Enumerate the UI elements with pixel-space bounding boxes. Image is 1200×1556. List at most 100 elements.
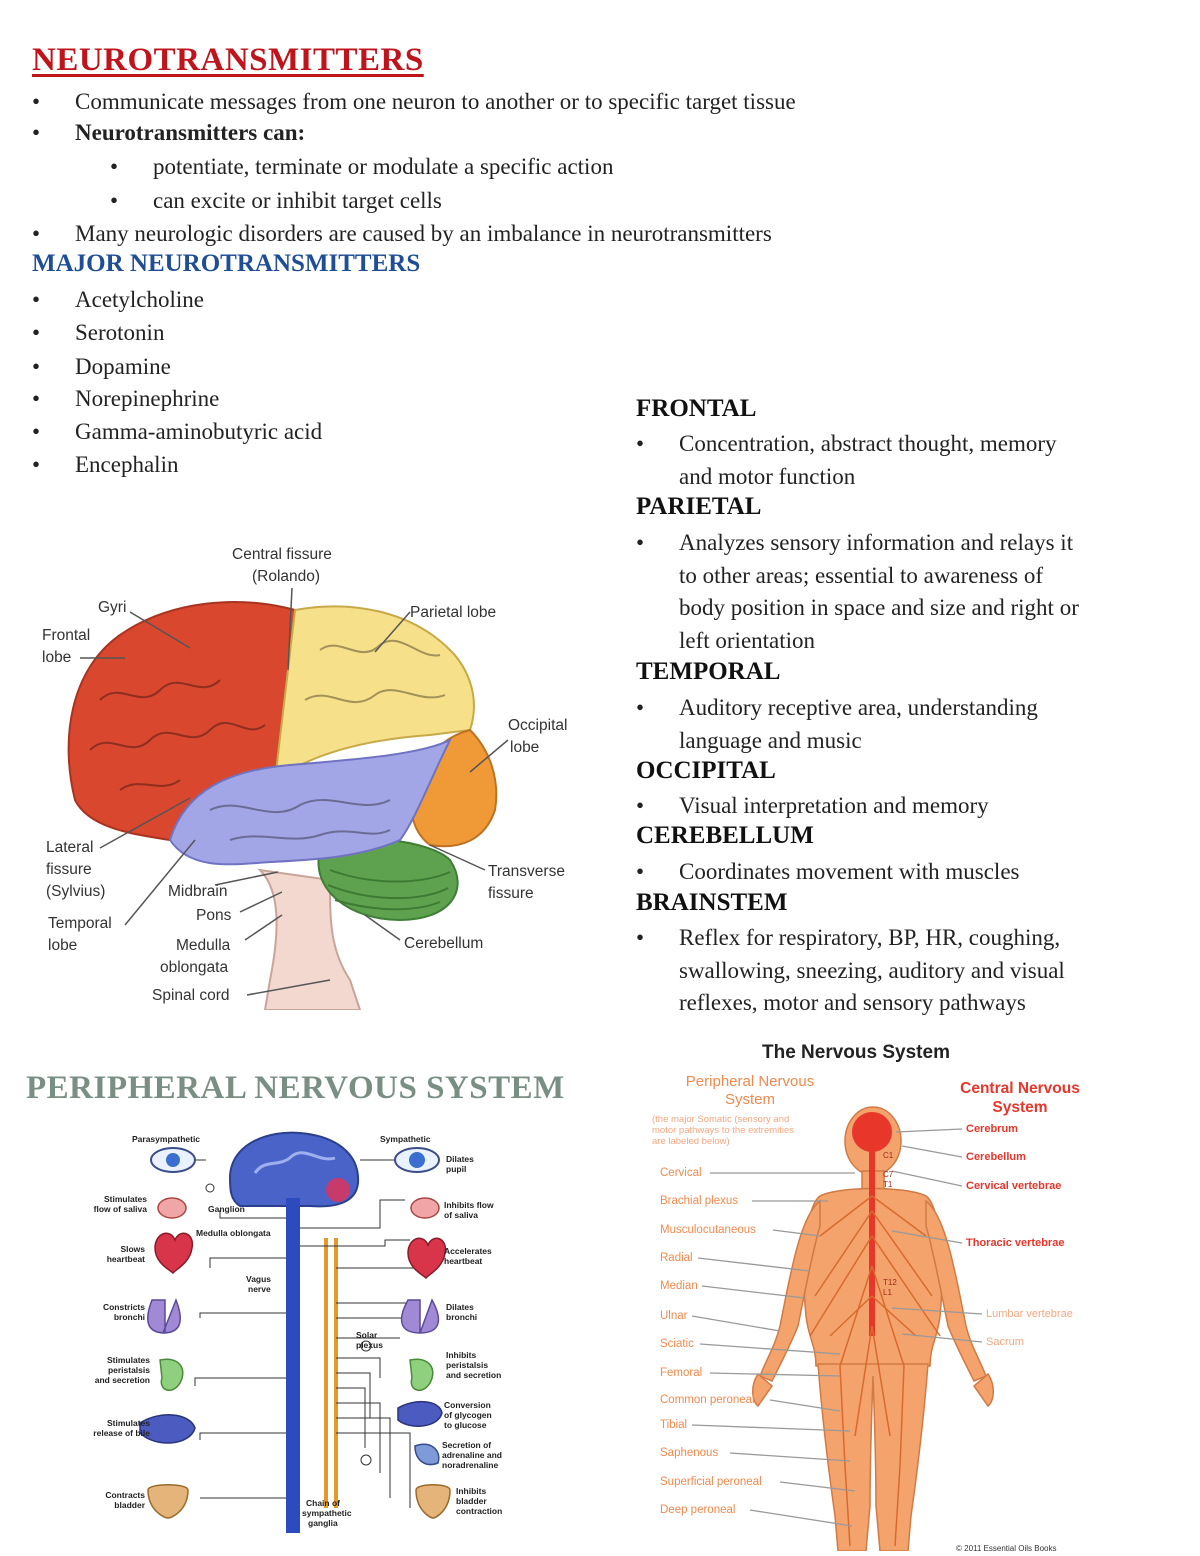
ns-left-label: Saphenous — [660, 1447, 719, 1459]
ns-vert-c7: C7 — [883, 1170, 894, 1179]
ns-left-label: Sciatic — [660, 1338, 694, 1350]
ns-left-label: Cervical — [660, 1167, 702, 1179]
chain-label-1: Chain of — [306, 1498, 340, 1508]
brain-label-gyri: Gyri — [98, 599, 127, 616]
plexus-label: plexus — [356, 1340, 383, 1350]
brain-label-lateral: Lateral — [46, 839, 94, 856]
list-item: •Analyzes sensory information and relays… — [636, 530, 1079, 653]
list-item: •Neurotransmitters can: — [32, 120, 306, 145]
list-item: •Acetylcholine — [32, 287, 205, 312]
ns-right-label: Lumbar vertebrae — [986, 1308, 1073, 1320]
brain-label-midbrain: Midbrain — [168, 883, 228, 900]
list-item: •can excite or inhibit target cells — [110, 188, 442, 213]
autonomic-diagram: Parasympathetic Sympathetic Ganglion Med… — [80, 1128, 520, 1533]
brain-label-parietal: Parietal lobe — [410, 604, 497, 621]
brain-label-rolando: (Rolando) — [252, 568, 321, 585]
ns-right-label: Cerebellum — [966, 1151, 1026, 1163]
list-item: •Gamma-aminobutyric acid — [32, 419, 323, 444]
ns-vert-c1: C1 — [883, 1151, 894, 1160]
section-heading-major: MAJOR NEUROTRANSMITTERS — [32, 250, 421, 277]
pns-title: PERIPHERAL NERVOUS SYSTEM — [26, 1070, 565, 1106]
ns-left-label: Common peroneal — [660, 1394, 755, 1406]
ns-left-label: Deep peroneal — [660, 1504, 736, 1516]
chain-label-3: ganglia — [308, 1518, 338, 1528]
ns-right-label: Cerebrum — [966, 1123, 1018, 1135]
lobe-heading-temporal: TEMPORAL — [636, 658, 781, 685]
ns-left-label: Femoral — [660, 1367, 703, 1379]
ns-left-label: Tibial — [660, 1419, 688, 1431]
brain-label-frontal: Frontal — [42, 627, 91, 644]
ns-left-label: Median — [660, 1280, 698, 1292]
chain-label-2: sympathetic — [302, 1508, 352, 1518]
list-item: •Communicate messages from one neuron to… — [32, 89, 796, 114]
ns-copyright: © 2011 Essential Oils Books — [956, 1544, 1057, 1553]
brain-diagram: Central fissure (Rolando) Gyri Frontal l… — [30, 540, 600, 1011]
lobe-heading-cerebellum: CEREBELLUM — [636, 822, 814, 849]
main-title: NEUROTRANSMITTERS — [32, 42, 424, 78]
list-item: •Dopamine — [32, 354, 171, 379]
brain-label-transverse: Transverse — [488, 863, 565, 880]
ns-vert-t12: T12 — [883, 1278, 897, 1287]
list-item: •Serotonin — [32, 320, 165, 345]
vagus-nerve-label: nerve — [248, 1284, 271, 1294]
brain-label-central: Central fissure — [232, 546, 332, 563]
ganglion-label: Ganglion — [208, 1204, 245, 1214]
ns-title: The Nervous System — [762, 1042, 950, 1063]
autonomic-illustration — [139, 1131, 451, 1533]
ns-left-label: Radial — [660, 1252, 693, 1264]
list-item: •Reflex for respiratory, BP, HR, coughin… — [636, 925, 1065, 1015]
list-item: •potentiate, terminate or modulate a spe… — [110, 154, 614, 179]
lobe-heading-frontal: FRONTAL — [636, 395, 757, 422]
brain-label-oblongata: oblongata — [160, 959, 229, 976]
parasympathetic-label: Parasympathetic — [132, 1134, 201, 1144]
ns-left-label: Musculocutaneous — [660, 1224, 756, 1236]
ns-right-label: Cervical vertebrae — [966, 1180, 1062, 1192]
list-item: •Visual interpretation and memory — [636, 793, 989, 818]
ns-right-label: Thoracic vertebrae — [966, 1237, 1065, 1249]
list-item: •Norepinephrine — [32, 386, 220, 411]
brain-label-temporal: Temporal — [48, 915, 112, 932]
vagus-label: Vagus — [246, 1274, 272, 1284]
list-item: •Many neurologic disorders are caused by… — [32, 221, 772, 246]
brain-label-spinal: Spinal cord — [152, 987, 230, 1004]
lobe-heading-occipital: OCCIPITAL — [636, 757, 776, 784]
brain-label-transverse-fissure: fissure — [488, 885, 534, 902]
ns-left-label: Brachial plexus — [660, 1195, 738, 1207]
list-item: •Coordinates movement with muscles — [636, 859, 1020, 884]
ns-vert-l1: L1 — [883, 1288, 892, 1297]
brain-label-occipital: Occipital — [508, 717, 568, 734]
ns-right-label: Sacrum — [986, 1336, 1024, 1348]
brain-label-temporal-lobe: lobe — [48, 937, 78, 954]
list-item: •Concentration, abstract thought, memory… — [636, 431, 1057, 489]
lobe-heading-parietal: PARIETAL — [636, 493, 762, 520]
ns-left-label: Superficial peroneal — [660, 1476, 762, 1488]
ns-vert-t1: T1 — [883, 1180, 893, 1189]
brain-label-cerebellum: Cerebellum — [404, 935, 484, 952]
brain-label-occipital-lobe: lobe — [510, 739, 540, 756]
lobe-heading-brainstem: BRAINSTEM — [636, 889, 788, 916]
brain-label-medulla: Medulla — [176, 937, 231, 954]
medulla-label: Medulla oblongata — [196, 1228, 271, 1238]
sympathetic-label: Sympathetic — [380, 1134, 431, 1144]
solar-label: Solar — [356, 1330, 378, 1340]
brain-label-lateral-fissure: fissure — [46, 861, 92, 878]
